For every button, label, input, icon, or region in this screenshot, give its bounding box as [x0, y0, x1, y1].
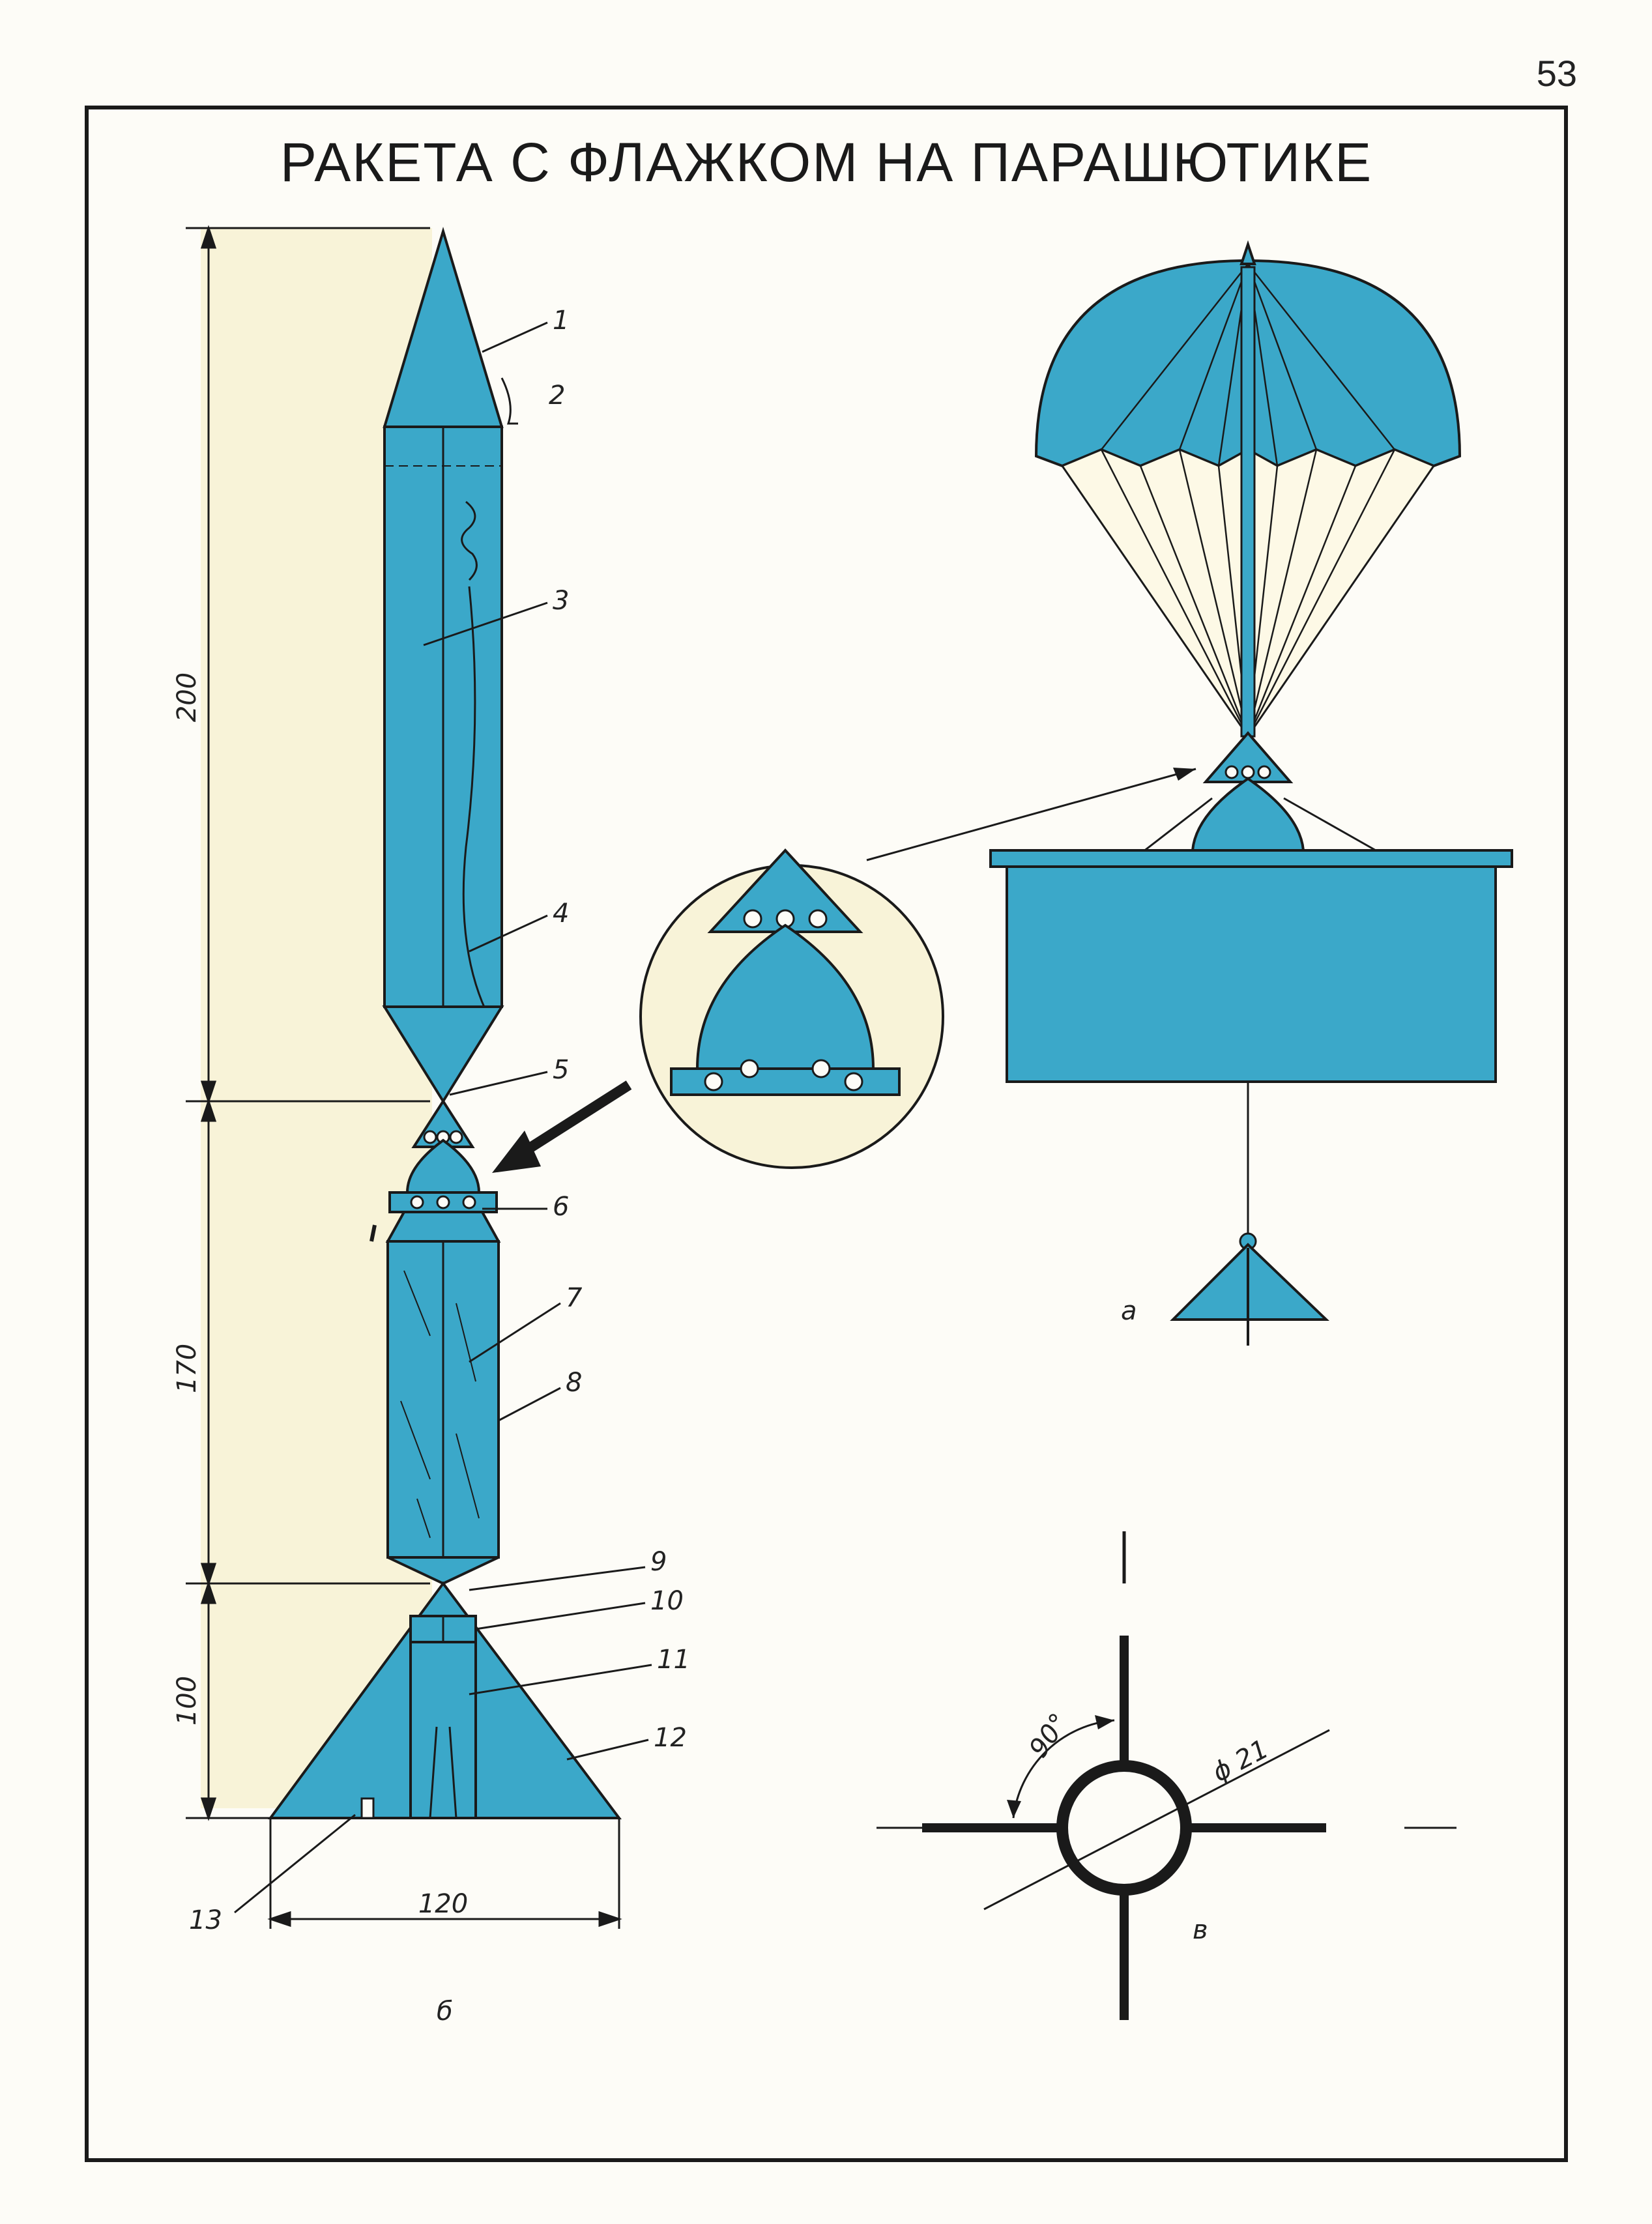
page-number: 53 — [1537, 53, 1577, 94]
page-title: РАКЕТА С ФЛАЖКОМ НА ПАРАШЮТИКЕ — [280, 132, 1372, 193]
view-label-v: в — [1193, 1915, 1208, 1945]
callout-2: 2 — [549, 381, 565, 411]
dim-200: 200 — [172, 672, 202, 722]
dimension-lines — [186, 225, 622, 1929]
callout-1: 1 — [553, 306, 569, 336]
callout-6: 6 — [553, 1192, 569, 1222]
parachute-view — [989, 240, 1513, 1346]
flag-string — [461, 500, 478, 581]
engine-grain — [400, 1270, 480, 1538]
page-frame — [85, 106, 1568, 2162]
callout-11: 11 — [657, 1645, 690, 1675]
lower-tube-top — [385, 1211, 501, 1243]
callout-10: 10 — [650, 1586, 684, 1616]
rocket-side-view — [268, 227, 622, 1819]
nozzle-pipe — [409, 1641, 477, 1819]
callout-13: 13 — [189, 1905, 222, 1935]
cross-section-view — [877, 1531, 1456, 2020]
dim-120: 120 — [418, 1889, 468, 1919]
angle-label: 90° — [1024, 1708, 1075, 1763]
launch-lug — [360, 1797, 375, 1819]
view-label-b: б — [437, 1997, 453, 2027]
dim-170: 170 — [172, 1344, 202, 1393]
flag — [1006, 865, 1497, 1083]
flag-weight — [1170, 1243, 1329, 1321]
callout-leaders — [234, 321, 652, 1914]
callout-5: 5 — [553, 1055, 569, 1085]
callout-9: 9 — [650, 1547, 667, 1577]
callout-3: 3 — [553, 586, 569, 616]
callout-8: 8 — [566, 1368, 582, 1398]
diameter-label: ϕ 21 — [1208, 1734, 1273, 1788]
dim-100: 100 — [172, 1676, 202, 1726]
rolled-flag — [462, 586, 487, 1011]
callout-12: 12 — [654, 1723, 687, 1753]
engine-tube-taper — [387, 1556, 499, 1585]
callout-7: 7 — [566, 1283, 583, 1313]
pointer-arrow — [492, 1080, 632, 1173]
upper-tube-taper — [382, 1005, 504, 1104]
flag-bar — [989, 849, 1513, 868]
callout-4: 4 — [553, 899, 569, 929]
holder-detail-magnified — [639, 768, 1196, 1169]
view-label-a: а — [1121, 1296, 1137, 1326]
